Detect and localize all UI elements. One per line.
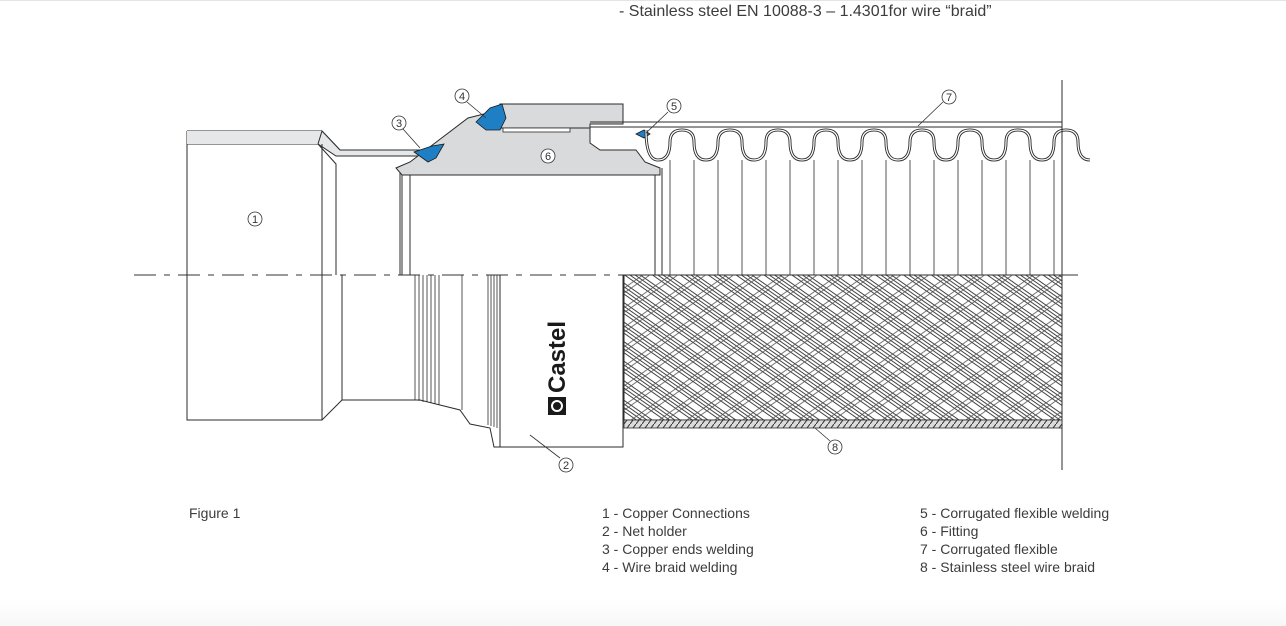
callout-4: 4 xyxy=(454,88,487,119)
hose-fitting-diagram: Castel 1 2 3 4 5 6 7 xyxy=(134,80,1091,473)
material-spec-text: - Stainless steel EN 10088-3 – 1.4301for… xyxy=(619,3,992,20)
copper-connection-exterior xyxy=(186,275,624,448)
castel-logo: Castel xyxy=(544,321,571,415)
callout-1: 1 xyxy=(247,211,263,227)
castel-logo-text: Castel xyxy=(544,321,571,393)
legend-item: 1 - Copper Connections xyxy=(602,505,750,521)
legend-item: 2 - Net holder xyxy=(602,523,687,539)
wire-braid-exterior xyxy=(623,274,1063,429)
callout-7: 7 xyxy=(917,89,957,127)
callout-8: 8 xyxy=(814,427,843,455)
callout-3: 3 xyxy=(391,115,421,149)
legend-item: 7 - Corrugated flexible xyxy=(920,541,1058,557)
legend-right: 5 - Corrugated flexible welding 6 - Fitt… xyxy=(920,504,1109,576)
fitting-section xyxy=(395,103,661,176)
bottom-fade xyxy=(0,600,1286,626)
weld-3-blue xyxy=(413,143,445,163)
svg-text:5: 5 xyxy=(671,101,677,113)
svg-text:6: 6 xyxy=(545,151,551,163)
svg-text:7: 7 xyxy=(946,92,952,104)
legend-item: 8 - Stainless steel wire braid xyxy=(920,559,1096,575)
callout-2: 2 xyxy=(529,434,574,473)
net-holder-knurl xyxy=(414,275,498,428)
hose-inner-lines xyxy=(669,160,1055,275)
figure-label: Figure 1 xyxy=(189,505,241,521)
legend-item: 4 - Wire braid welding xyxy=(602,559,738,575)
top-divider xyxy=(0,0,1286,1)
svg-text:4: 4 xyxy=(459,91,465,103)
svg-text:3: 3 xyxy=(396,118,402,130)
svg-text:2: 2 xyxy=(563,460,569,472)
weld-4-blue xyxy=(475,103,507,131)
legend-item: 6 - Fitting xyxy=(920,523,979,539)
corrugated-hose-section xyxy=(590,121,1091,162)
legend-item: 3 - Copper ends welding xyxy=(602,541,754,557)
svg-text:8: 8 xyxy=(832,442,838,454)
legend-left: 1 - Copper Connections 2 - Net holder 3 … xyxy=(602,504,754,576)
callout-6: 6 xyxy=(540,148,556,164)
copper-connection-section xyxy=(186,130,421,275)
legend-item: 5 - Corrugated flexible welding xyxy=(920,505,1110,521)
svg-text:1: 1 xyxy=(252,214,258,226)
callout-5: 5 xyxy=(645,98,682,134)
